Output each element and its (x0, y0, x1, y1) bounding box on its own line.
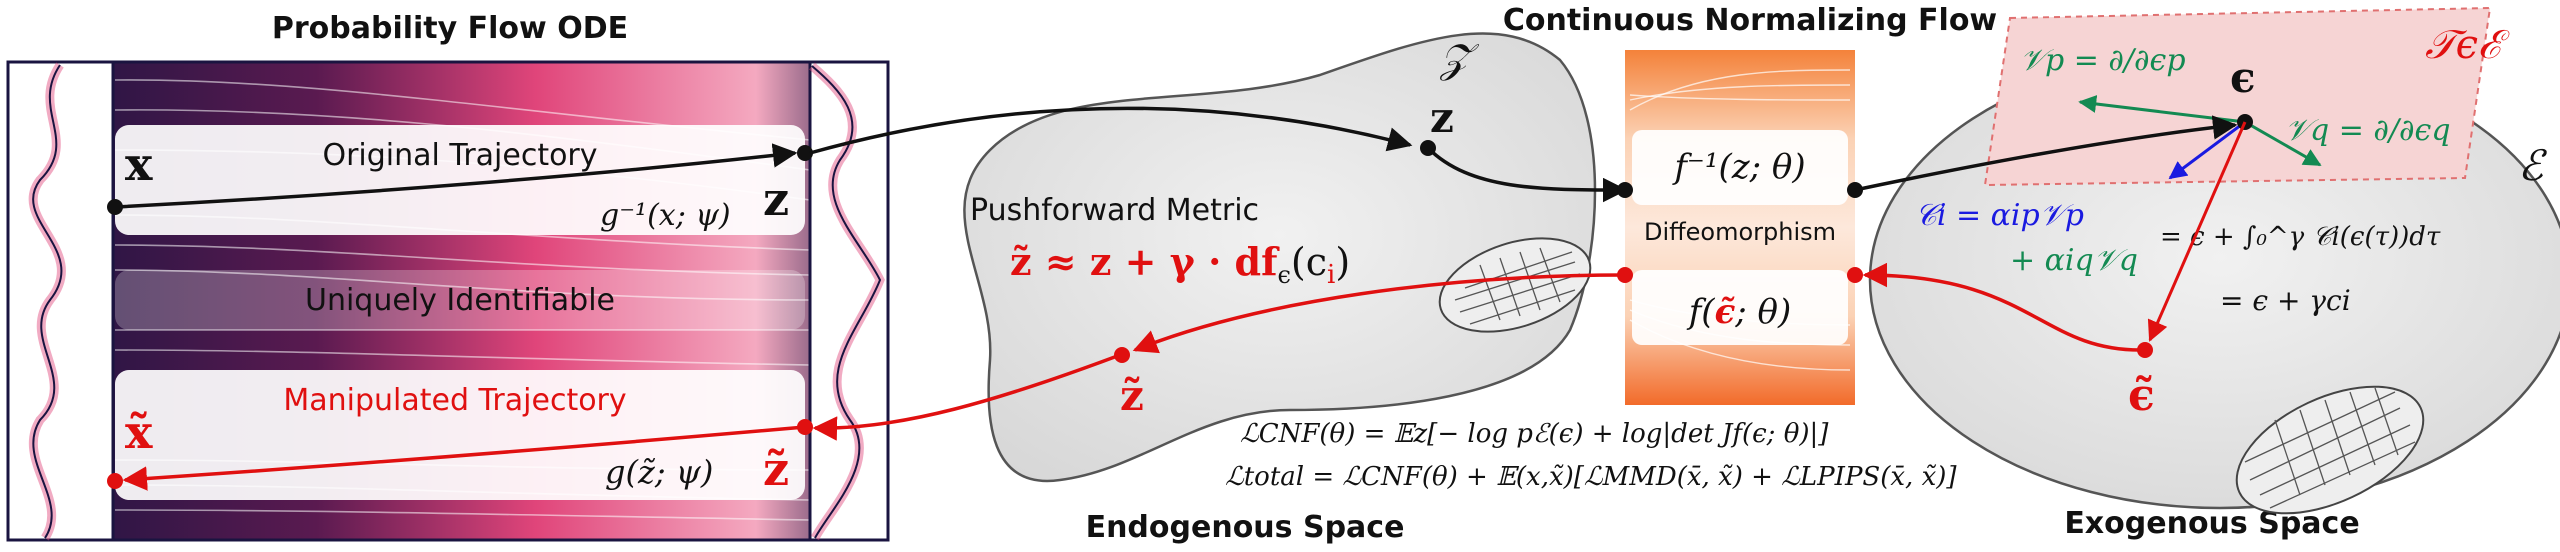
ci-line1: 𝒞i = αip𝒱p (1915, 198, 2084, 233)
x-tilde-point (107, 473, 123, 489)
diffeomorphism-label: Diffeomorphism (1644, 218, 1836, 246)
eps-to-eps-tilde-arrow (2147, 121, 2247, 342)
identifiable-band (115, 270, 805, 330)
pushforward-formula: z̃ ≈ z + γ · dfϵ(ci) (1010, 239, 1350, 290)
z-symbol-left: z (763, 172, 789, 226)
cnf-in-point (1617, 182, 1633, 198)
z-tilde-point-endo (1114, 347, 1130, 363)
arrow-z-to-cnf (1426, 146, 1628, 203)
z-symbol-endo: z (1430, 93, 1454, 142)
endogenous-space: 𝒵 z Pushforward Metric z̃ ≈ z + γ · dfϵ(… (963, 32, 1597, 483)
z-tilde-symbol-endo: z̃ (1120, 371, 1144, 420)
pushforward-formula-b: (c (1291, 240, 1327, 284)
loss-equations: ℒCNF(θ) = 𝔼z[− log pℰ(ϵ) + log|det Jf(ϵ;… (1225, 419, 1957, 492)
original-trajectory-band (115, 125, 805, 235)
original-trajectory-arrow (114, 143, 798, 209)
exogenous-grid-patch (2235, 385, 2425, 515)
f-forward-b: ϵ̃ (1715, 292, 1736, 332)
arrow-z-to-endogenous (809, 106, 1413, 155)
title-pf-ode: Probability Flow ODE (272, 11, 628, 46)
eps-tilde-point (2137, 342, 2153, 358)
endogenous-grid-patch (1438, 237, 1592, 333)
cnf-loss: ℒCNF(θ) = 𝔼z[− log pℰ(ϵ) + log|det Jf(ϵ;… (1240, 419, 1829, 449)
arrow-cnf-to-endo-z-tilde (1132, 273, 1626, 354)
uniquely-identifiable-label: Uniquely Identifiable (305, 283, 615, 318)
f-inverse-label: f⁻¹(z; θ) (1671, 147, 1805, 187)
arrow-eps-tilde-to-cnf (1862, 262, 2141, 352)
f-forward-a: f( (1686, 292, 1716, 332)
cnf-red-in-point (1847, 267, 1863, 283)
manipulated-trajectory-label: Manipulated Trajectory (283, 383, 626, 418)
cnf-block: f⁻¹(z; θ) Diffeomorphism f(ϵ̃; θ) (1625, 50, 1855, 405)
title-cnf: Continuous Normalizing Flow (1503, 3, 1997, 38)
vq-label: 𝒱q = ∂/∂ϵq (2285, 113, 2451, 148)
vq-vector (2244, 120, 2322, 167)
g-inverse-label: g⁻¹(x; ψ) (600, 198, 731, 233)
eps-eq-2: = ϵ + γci (2220, 284, 2351, 317)
z-tilde-symbol-left: z̃ (763, 442, 789, 496)
exogenous-space: 𝒯ϵℰ ℰ ϵ 𝒱p = ∂/∂ϵp 𝒱q = ∂/∂ϵq 𝒞i = αip𝒱p… (1868, 6, 2560, 515)
f-forward-box (1632, 270, 1848, 345)
eps-tilde-symbol: ϵ̃ (2128, 370, 2155, 421)
eps-eq-1: = ϵ + ∫₀^γ 𝒞i(ϵ(τ))dτ (2160, 222, 2441, 252)
g-forward-label: g(z̃; ψ) (605, 453, 713, 491)
ci-line2: + αiq𝒱q (2010, 243, 2138, 278)
tangent-space-symbol: 𝒯ϵℰ (2425, 22, 2510, 68)
cnf-background (1625, 50, 1855, 405)
title-endogenous: Endogenous Space (1086, 510, 1405, 545)
vp-label: 𝒱p = ∂/∂ϵp (2020, 43, 2186, 78)
pushforward-formula-c: i (1327, 260, 1335, 290)
pushforward-formula-sub: ϵ (1277, 261, 1290, 289)
f-forward-c: ; θ) (1734, 292, 1791, 332)
manipulated-trajectory-arrow (122, 425, 806, 491)
exogenous-space-symbol: ℰ (2518, 141, 2548, 190)
arrow-endo-to-left-z-tilde (812, 353, 1121, 441)
cnf-red-out-point (1617, 267, 1633, 283)
epsilon-symbol: ϵ (2230, 53, 2256, 102)
x-tilde-symbol: x̃ (125, 405, 153, 459)
z-tilde-point-left (797, 419, 813, 435)
f-forward-label: f(ϵ̃; θ) (1686, 292, 1792, 332)
title-exogenous: Exogenous Space (2064, 506, 2359, 541)
arrow-cnf-to-epsilon (1854, 115, 2238, 192)
total-loss: ℒtotal = ℒCNF(θ) + 𝔼(x,x̃)[ℒMMD(x̄, x̃) … (1225, 462, 1957, 492)
pushforward-title: Pushforward Metric (970, 193, 1259, 228)
endogenous-blob (963, 32, 1597, 483)
pushforward-formula-d: ) (1335, 240, 1350, 284)
left-density-box (6, 60, 115, 542)
x-point (107, 199, 123, 215)
z-point-left (797, 145, 813, 161)
svg-text:z̃ ≈ z + γ · dfϵ(ci): z̃ ≈ z + γ · dfϵ(ci) (1010, 239, 1350, 290)
x-symbol: x (125, 137, 153, 191)
original-trajectory-label: Original Trajectory (322, 138, 597, 173)
right-density-curve-outline (811, 65, 882, 539)
left-density-curve-outline (32, 64, 63, 539)
f-inverse-box (1632, 130, 1848, 205)
pf-ode-panel: Original Trajectory Uniquely Identifiabl… (6, 60, 890, 542)
pushforward-formula-a: z̃ ≈ z + γ · df (1010, 239, 1280, 284)
